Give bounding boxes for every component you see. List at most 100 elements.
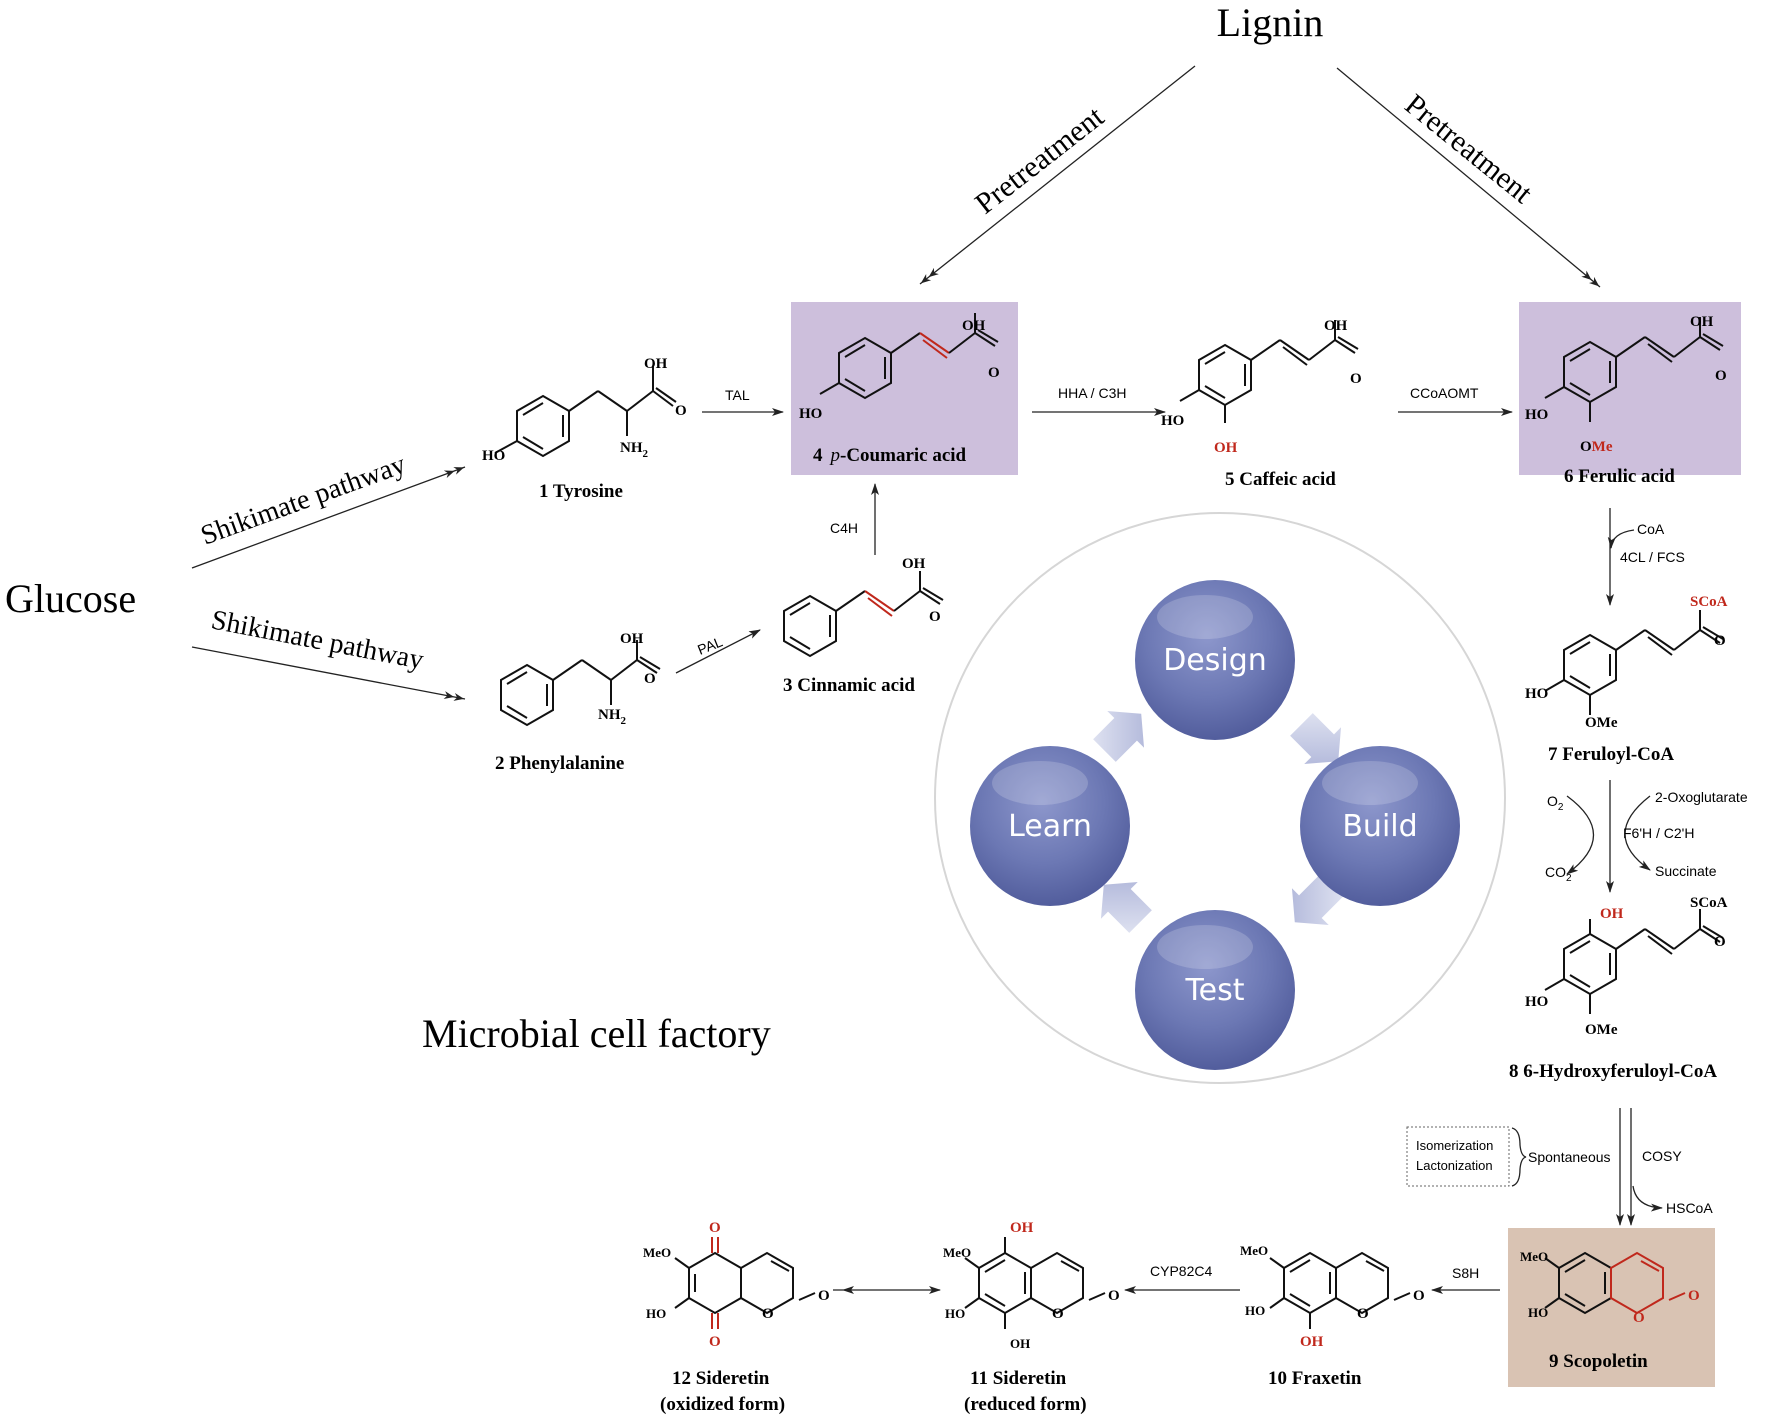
fraxetin-ho: HO	[1245, 1303, 1265, 1318]
sideretin-oxidized-sublabel: (oxidized form)	[660, 1394, 785, 1415]
feruloyl-ho: HO	[1525, 686, 1548, 702]
enzyme-ccoaomt: CCoAOMT	[1410, 385, 1479, 401]
scopoletin-meo: MeO	[1520, 1249, 1548, 1264]
fraxetin-o-ring: O	[1357, 1306, 1369, 1322]
enzyme-c4h: C4H	[830, 520, 858, 536]
cycle-node-design: Design	[1135, 580, 1295, 740]
sideretin-oxidized-label: 12 Sideretin	[672, 1368, 770, 1389]
enzyme-cosy: COSY	[1642, 1148, 1682, 1164]
fraxetin-oh-red: OH	[1300, 1334, 1324, 1350]
structure-phenylalanine	[500, 640, 661, 726]
arrow-hscoa-out	[1632, 1185, 1663, 1212]
ferulic-label: 6 Ferulic acid	[1564, 466, 1675, 487]
pretreatment-left-label: Pretreatment	[969, 100, 1111, 221]
cycle-arrow-test-learn	[1100, 881, 1152, 933]
learn-label: Learn	[1008, 809, 1092, 844]
sideretin-red-oh-bottom: OH	[1010, 1336, 1030, 1351]
feruloyl-ome: OMe	[1585, 715, 1618, 731]
glucose-label: Glucose	[5, 576, 136, 621]
feruloyl-scoa: SCoA	[1690, 594, 1728, 610]
co2-label: CO2	[1545, 864, 1572, 884]
tyrosine-ho: HO	[482, 448, 505, 464]
sideretin-ox-ho: HO	[646, 1306, 666, 1321]
sideretin-ox-o-ring: O	[762, 1306, 774, 1322]
cinnamic-label: 3 Cinnamic acid	[783, 675, 915, 696]
shikimate-down-label: Shikimate pathway	[209, 604, 426, 676]
arrow-o2-co2	[1566, 795, 1594, 875]
scopoletin-o-ring: O	[1633, 1310, 1645, 1326]
tyrosine-label: 1 Tyrosine	[539, 481, 623, 502]
cycle-arrow-learn-design	[1093, 710, 1145, 762]
phenylalanine-label: 2 Phenylalanine	[495, 753, 624, 774]
fraxetin-meo: MeO	[1240, 1243, 1268, 1258]
cycle-node-learn: Learn	[970, 746, 1130, 906]
enzyme-f6h-c2h: F6'H / C2'H	[1623, 825, 1694, 841]
shikimate-up-label: Shikimate pathway	[197, 449, 410, 552]
oxoglutarate-label: 2-Oxoglutarate	[1655, 789, 1748, 805]
succinate-label: Succinate	[1655, 863, 1717, 879]
lactonization-label: Lactonization	[1416, 1158, 1493, 1173]
caffeic-label: 5 Caffeic acid	[1225, 469, 1336, 490]
cycle-node-build: Build	[1300, 746, 1460, 906]
scopoletin-o: O	[1688, 1288, 1700, 1304]
sideretin-reduced-sublabel: (reduced form)	[964, 1394, 1087, 1415]
isomerization-label: Isomerization	[1416, 1138, 1493, 1153]
sideretin-red-o-ring: O	[1052, 1306, 1064, 1322]
sideretin-reduced-label: 11 Sideretin	[970, 1368, 1067, 1389]
test-label: Test	[1184, 973, 1244, 1008]
structure-sideretin-reduced	[964, 1237, 1106, 1329]
phenylalanine-o: O	[644, 671, 656, 687]
sideretin-red-oh-top: OH	[1010, 1220, 1034, 1236]
microbial-cell-factory-label: Microbial cell factory	[422, 1011, 771, 1056]
caffeic-oh-red: OH	[1214, 440, 1238, 456]
spontaneous-brace	[1511, 1127, 1527, 1187]
hscoa-label: HSCoA	[1666, 1200, 1713, 1216]
sideretin-ox-meo: MeO	[643, 1245, 671, 1260]
caffeic-oh-top: OH	[1324, 318, 1348, 334]
structure-feruloyl-coa	[1544, 610, 1724, 715]
enzyme-pal: PAL	[695, 633, 725, 657]
shikimate-arrow-down	[191, 646, 466, 701]
sideretin-ox-o: O	[818, 1288, 830, 1304]
sideretin-ox-o-top: O	[709, 1220, 721, 1236]
lignin-label: Lignin	[1217, 0, 1324, 45]
fraxetin-label: 10 Fraxetin	[1268, 1368, 1362, 1389]
scopoletin-ho: HO	[1528, 1305, 1548, 1320]
structure-hydroxyferuloyl-coa	[1544, 909, 1724, 1014]
hydroxyferuloyl-oh-red: OH	[1600, 906, 1624, 922]
feruloyl-o: O	[1714, 633, 1726, 649]
phenylalanine-nh2: NH2	[598, 707, 627, 727]
pretreatment-arrow-left	[919, 65, 1196, 285]
enzyme-cyp82c4: CYP82C4	[1150, 1263, 1212, 1279]
enzyme-coa: CoA	[1637, 521, 1665, 537]
cinnamic-oh: OH	[902, 556, 926, 572]
tyrosine-oh: OH	[644, 356, 668, 372]
sideretin-ox-o-bottom: O	[709, 1334, 721, 1350]
arrow-pal	[675, 629, 761, 674]
spontaneous-label: Spontaneous	[1528, 1149, 1611, 1165]
sideretin-red-ho: HO	[945, 1306, 965, 1321]
ferulic-oh: OH	[1690, 314, 1714, 330]
structure-cinnamic-acid	[783, 571, 944, 657]
structure-ferulic-acid	[1544, 317, 1724, 422]
structure-sideretin-oxidized	[674, 1237, 816, 1329]
structure-scopoletin	[1544, 1251, 1686, 1315]
cinnamic-o: O	[929, 609, 941, 625]
ferulic-ho: HO	[1525, 407, 1548, 423]
o2-label: O2	[1547, 793, 1564, 813]
hydroxyferuloyl-scoa: SCoA	[1690, 895, 1728, 911]
enzyme-hha-c3h: HHA / C3H	[1058, 385, 1126, 401]
feruloyl-coa-label: 7 Feruloyl-CoA	[1548, 744, 1674, 765]
cycle-boundary	[934, 512, 1506, 1084]
tyrosine-nh2: NH2	[620, 440, 649, 460]
enzyme-tal: TAL	[725, 387, 750, 403]
cycle-node-test: Test	[1135, 910, 1295, 1070]
isomerization-box	[1406, 1126, 1510, 1187]
pretreatment-right-label: Pretreatment	[1399, 88, 1539, 211]
cycle-arrow-design-build	[1290, 713, 1342, 765]
coumaric-o: O	[988, 365, 1000, 381]
caffeic-ho: HO	[1161, 413, 1184, 429]
structure-fraxetin	[1269, 1251, 1411, 1329]
hydroxyferuloyl-coa-label: 8 6-Hydroxyferuloyl-CoA	[1509, 1061, 1717, 1082]
